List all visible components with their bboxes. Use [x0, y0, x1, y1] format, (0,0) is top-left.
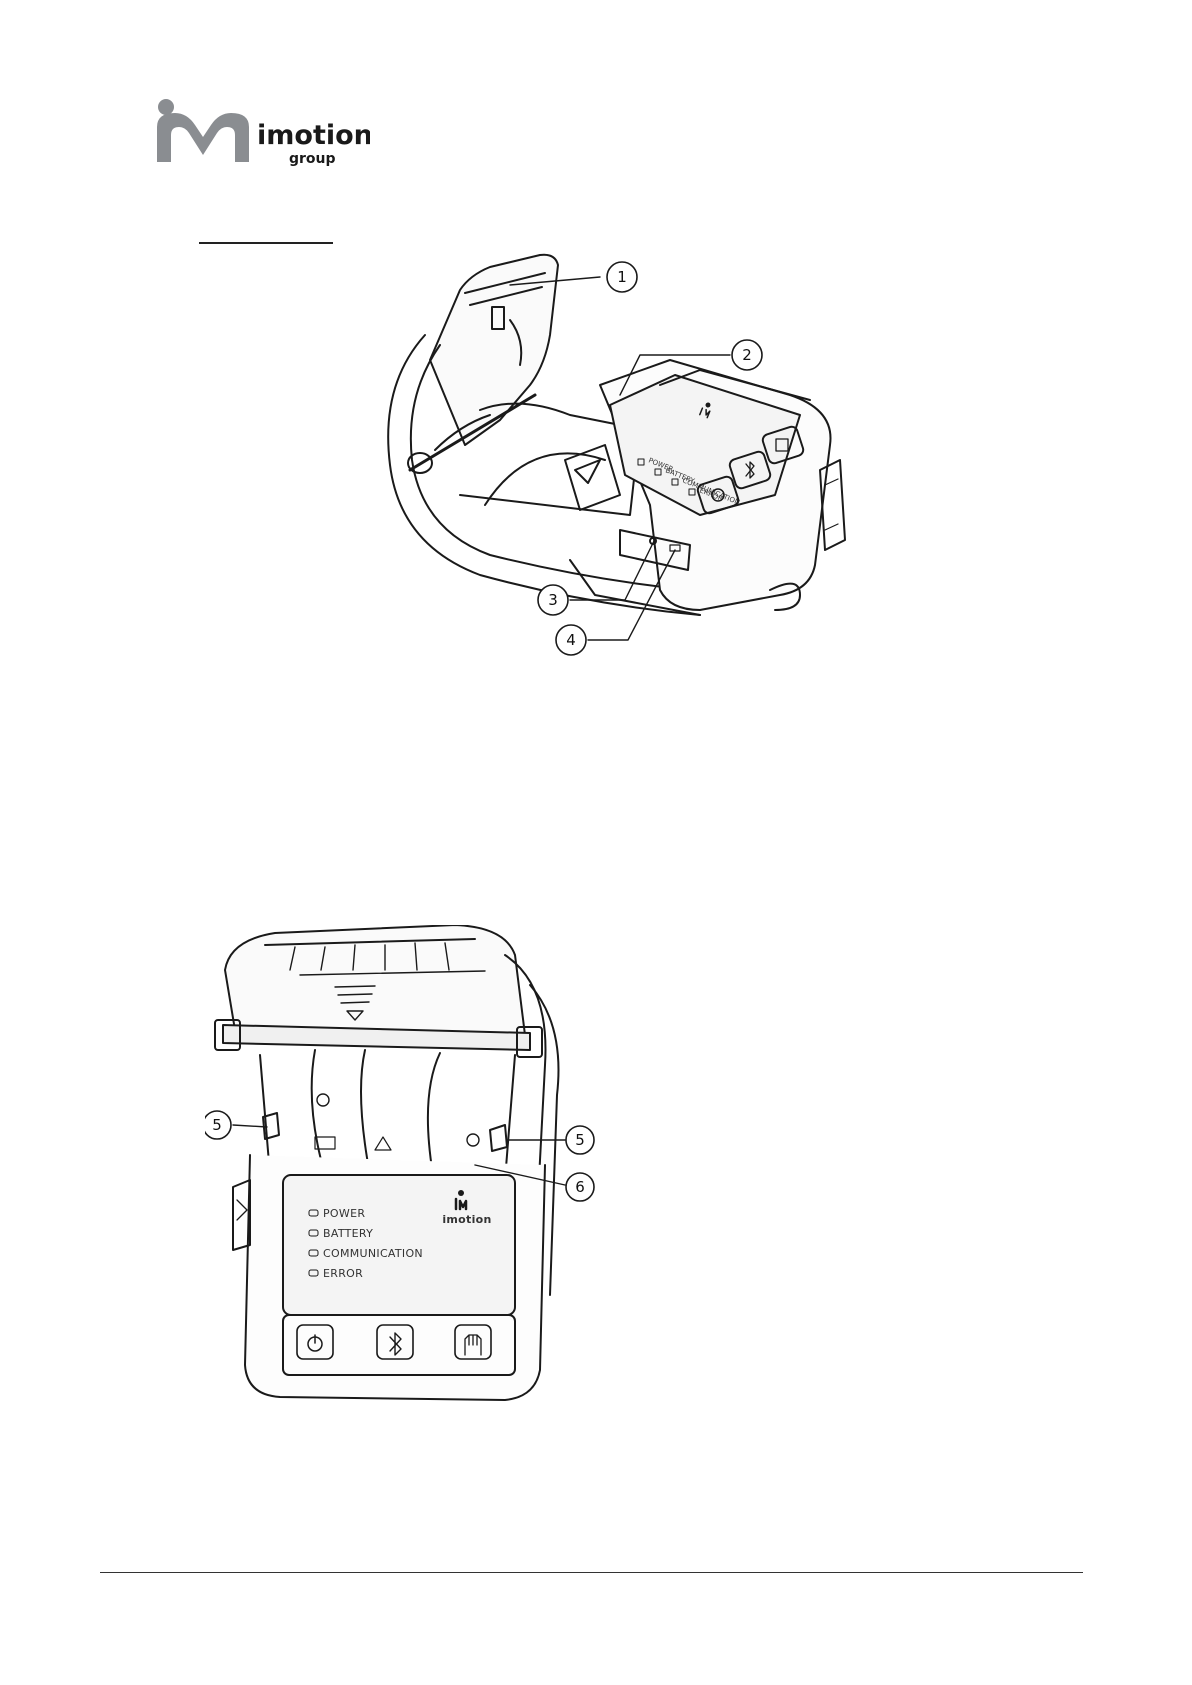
- callout-3: 3: [538, 585, 568, 615]
- printer-side-view-figure: POWER BATTERY COMMUNICATION ERROR: [370, 245, 915, 715]
- latch-right-shape: [490, 1125, 507, 1151]
- callout-2: 2: [732, 340, 762, 370]
- callout-5-right: 5: [566, 1126, 594, 1154]
- front-control-panel: [283, 1175, 515, 1315]
- front-led-label-power: POWER: [323, 1207, 365, 1220]
- footer-rule: [100, 1572, 1083, 1573]
- svg-text:2: 2: [742, 346, 752, 364]
- printer-cover-shape: [430, 255, 558, 445]
- panel-brand: imotion: [442, 1213, 491, 1226]
- printer-front-view-figure: imotion POWER BATTERY COMMUNICATION ERRO…: [205, 925, 670, 1415]
- front-led-label-communication: COMMUNICATION: [323, 1247, 423, 1260]
- callout-4: 4: [556, 625, 586, 655]
- company-logo: imotion group: [155, 97, 370, 177]
- imotion-logo-icon: imotion group: [155, 97, 370, 177]
- svg-text:group: group: [289, 151, 336, 167]
- section-heading-underline: [199, 242, 333, 244]
- svg-text:3: 3: [548, 591, 558, 609]
- front-led-label-battery: BATTERY: [323, 1227, 373, 1240]
- svg-text:1: 1: [617, 268, 627, 286]
- callout-5-left: 5: [205, 1111, 231, 1139]
- front-led-label-error: ERROR: [323, 1267, 363, 1280]
- callout-1: 1: [607, 262, 637, 292]
- callout-6: 6: [566, 1173, 594, 1201]
- svg-text:imotion: imotion: [257, 120, 370, 151]
- svg-text:5: 5: [212, 1116, 222, 1134]
- svg-text:4: 4: [566, 631, 576, 649]
- svg-text:5: 5: [575, 1131, 585, 1149]
- svg-text:6: 6: [575, 1178, 585, 1196]
